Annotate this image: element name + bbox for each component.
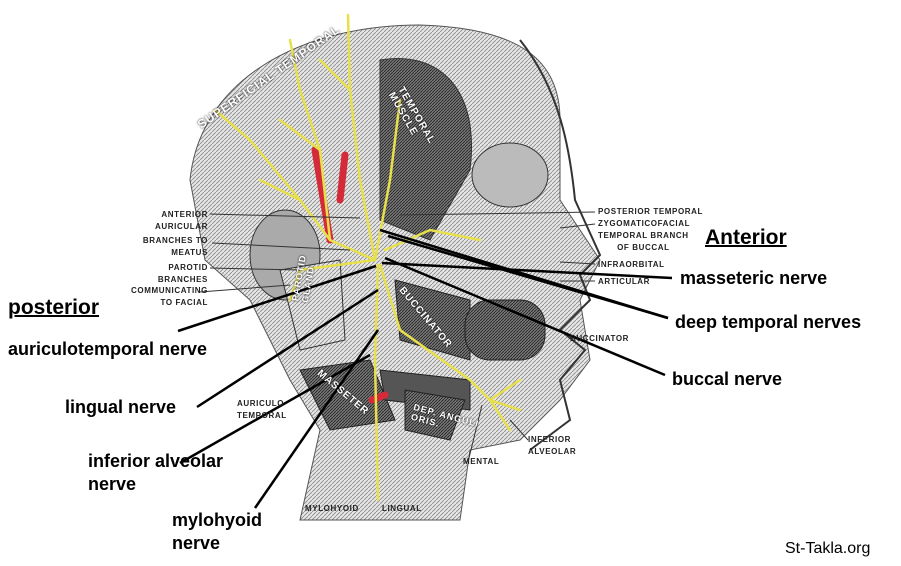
masseter-muscle <box>299 359 396 431</box>
label-line: AURICULAR <box>155 222 208 231</box>
label-line: nerve <box>88 474 137 494</box>
eye <box>471 142 549 208</box>
articular-label: ARTICULAR <box>598 277 651 286</box>
label-line: nerve <box>172 533 221 553</box>
auriculotemporal-nerve-label: auriculotemporal nerve <box>8 339 208 359</box>
mental-label: MENTAL <box>463 457 500 466</box>
label-line: COMMUNICATING <box>131 286 208 295</box>
label-line: TEMPORAL <box>237 411 287 420</box>
label-line: BRANCHES <box>157 275 208 284</box>
deep-temporal-nerves-label: deep temporal nerves <box>675 312 862 332</box>
label-line: ANTERIOR <box>161 210 208 219</box>
label-line: BRANCHES TO <box>142 236 208 245</box>
buccinator-small-label: BUCCINATOR <box>570 334 630 343</box>
anterior-auricular-label: ANTERIOR AURICULAR <box>155 209 208 233</box>
infraorbital-label: INFRAORBITAL <box>598 260 665 269</box>
label-line: PAROTID <box>168 263 208 272</box>
communicating-to-facial-label: COMMUNICATING TO FACIAL <box>131 285 208 309</box>
masseteric-nerve-label: masseteric nerve <box>680 268 828 288</box>
dep-anguli-oris-muscle <box>404 389 466 441</box>
auriculo-temporal-label: AURICULO TEMPORAL <box>237 398 287 422</box>
watermark: St-Takla.org <box>785 540 871 557</box>
inferior-alveolar-nerve-label: inferior alveolar nerve <box>88 450 223 496</box>
label-leader-lines <box>199 211 596 463</box>
anterior-label: Anterior <box>705 226 787 249</box>
branches-to-meatus-label: BRANCHES TO MEATUS <box>143 235 208 259</box>
label-line: inferior alveolar <box>88 451 224 471</box>
label-line: mylohyoid <box>172 510 263 530</box>
buccal-nerve-label: buccal nerve <box>672 369 783 389</box>
label-line: TEMPORAL BRANCH <box>598 231 689 240</box>
label-line: ALVEOLAR <box>528 447 577 456</box>
lingual-nerve-label: lingual nerve <box>65 397 177 417</box>
posterior-temporal-label: POSTERIOR TEMPORAL <box>598 207 704 216</box>
posterior-label: posterior <box>8 296 100 319</box>
label-line: TO FACIAL <box>160 298 208 307</box>
lingual-small-label: LINGUAL <box>382 504 422 513</box>
label-line: AURICULO <box>237 399 285 408</box>
lips <box>464 299 546 361</box>
label-line: MEATUS <box>171 248 208 257</box>
callout-lines <box>177 228 673 509</box>
mylohyoid-nerve-label: mylohyoid nerve <box>172 509 262 555</box>
inferior-alveolar-small-label: INFERIOR ALVEOLAR <box>528 434 576 458</box>
zygomaticofacial-label: ZYGOMATICOFACIAL <box>598 219 691 228</box>
mylohyoid-small-label: MYLOHYOID <box>305 504 359 513</box>
label-line: OF BUCCAL <box>617 243 670 252</box>
parotid-branches-label: PAROTID BRANCHES <box>158 262 208 286</box>
temporal-branch-of-buccal-label: TEMPORAL BRANCH OF BUCCAL <box>598 230 689 254</box>
temporal-muscle <box>379 58 472 241</box>
label-line: INFERIOR <box>528 435 572 444</box>
